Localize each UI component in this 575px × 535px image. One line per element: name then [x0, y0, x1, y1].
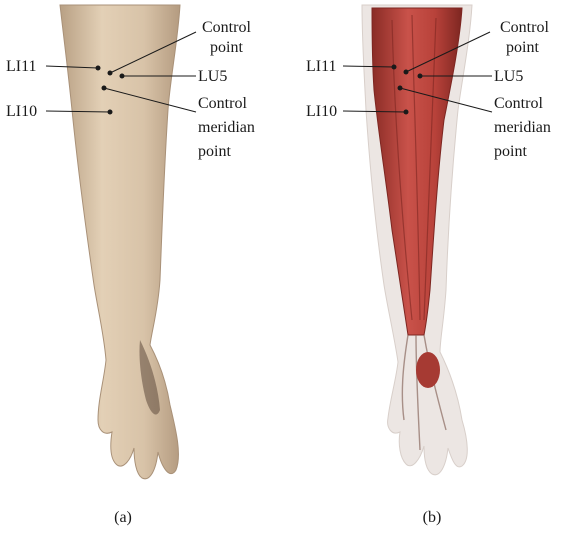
lu5-label-b: LU5: [494, 68, 523, 85]
control-meridian-label-b-line2: meridian: [494, 119, 551, 136]
li10-label-b: LI10: [306, 103, 337, 120]
control-point-label-line1: Control: [202, 19, 251, 36]
panel-b: LI11 LI10 LU5 Control point Control meri…: [306, 5, 551, 526]
control-point-label-b-line1: Control: [500, 19, 549, 36]
li11-label: LI11: [6, 58, 37, 75]
li11-label-b: LI11: [306, 58, 337, 75]
hand-muscle-illustration: [416, 352, 440, 388]
control-meridian-label-line3: point: [198, 143, 231, 160]
control-point-label-b-line2: point: [506, 39, 539, 56]
panel-b-caption: (b): [423, 509, 442, 526]
li10-label: LI10: [6, 103, 37, 120]
control-point-label-line2: point: [210, 39, 243, 56]
control-meridian-label-line2: meridian: [198, 119, 255, 136]
panel-a: LI11 LI10 LU5 Control point Control meri…: [6, 5, 255, 526]
control-meridian-label-line1: Control: [198, 95, 247, 112]
lu5-label: LU5: [198, 68, 227, 85]
control-meridian-label-b-line1: Control: [494, 95, 543, 112]
panel-a-caption: (a): [114, 509, 132, 526]
control-meridian-label-b-line3: point: [494, 143, 527, 160]
